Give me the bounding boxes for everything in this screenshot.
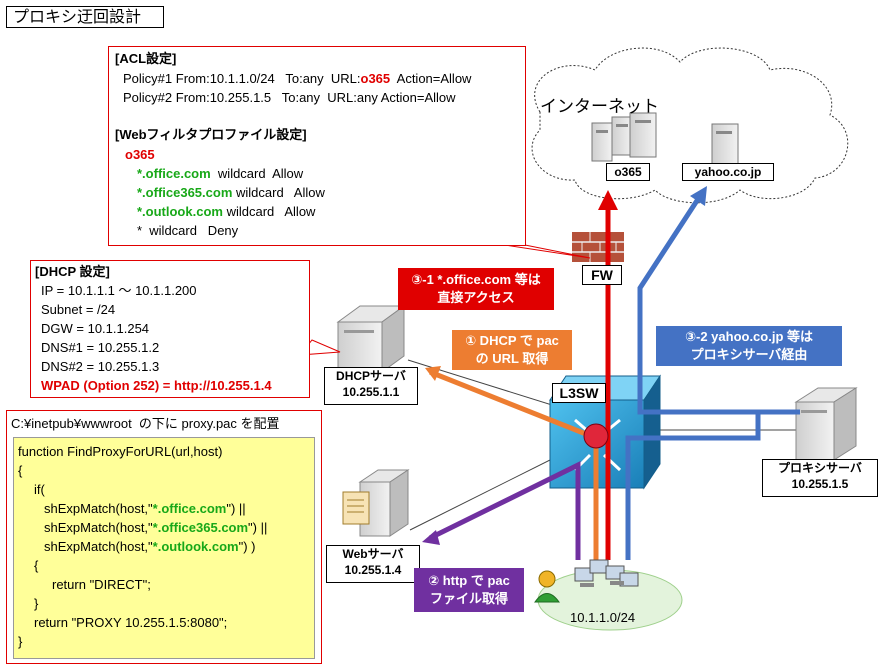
callout-proxy-line1: ③-2 yahoo.co.jp 等は (684, 329, 814, 344)
dhcp-wpad: WPAD (Option 252) = http://10.255.1.4 (41, 378, 272, 393)
dhcp-server-label: DHCPサーバ 10.255.1.1 (324, 367, 418, 405)
web-server-label: Webサーバ 10.255.1.4 (326, 545, 420, 583)
pac-code-line: shExpMatch(host,"*.outlook.com") ) (44, 537, 256, 556)
rule1-action: wildcard Allow (210, 166, 304, 181)
pac-code-line: { (18, 463, 23, 478)
pac-code-line: return "PROXY 10.255.1.5:8080"; (34, 615, 228, 630)
callout-http-line1: ② http で pac (428, 573, 510, 588)
webfilter-profile: o365 (125, 147, 155, 162)
web-server-icon (342, 469, 410, 537)
callout-dhcp-line1: ① DHCP で pac (465, 333, 559, 348)
callout-http-line2: ファイル取得 (429, 591, 508, 606)
rule1-domain: *.office.com (137, 166, 211, 181)
web-server-ip: 10.255.1.4 (344, 563, 402, 577)
rule3-action: wildcard Allow (222, 204, 316, 219)
rule3-domain: *.outlook.com (137, 204, 223, 219)
pac-path: C:¥inetpub¥wwwroot の下に proxy.pac を配置 (11, 416, 280, 431)
dhcp-config-box: [DHCP 設定] IP = 10.1.1.1 ～ 10.1.1.200 Sub… (30, 260, 310, 398)
purple-path (422, 460, 581, 560)
acl-policy1-part3: Action=Allow (390, 71, 472, 86)
acl-policy1: Policy#1 From:10.1.1.0/24 To:any URL:o36… (123, 69, 471, 88)
pac-code-line: shExpMatch(host,"*.office365.com") || (44, 518, 267, 537)
acl-policy1-o365: o365 (360, 71, 391, 86)
webfilter-heading: [Webフィルタプロファイル設定] (115, 127, 307, 142)
dhcp-server-ip: 10.255.1.1 (342, 385, 400, 399)
yahoo-server-icon (711, 123, 739, 165)
pac-code-line: function FindProxyForURL(url,host) (18, 444, 223, 459)
callout-http-pac: ② http で pac ファイル取得 (414, 568, 524, 612)
firewall-icon (572, 232, 624, 262)
dhcp-server-icon (336, 305, 406, 373)
pac-match-prefix: shExpMatch(host," (44, 539, 153, 554)
callout-proxy-route: ③-2 yahoo.co.jp 等は プロキシサーバ経由 (656, 326, 842, 366)
proxy-server-name: プロキシサーバ (778, 461, 862, 475)
pac-code-line: } (18, 634, 23, 649)
pac-match-prefix: shExpMatch(host," (44, 520, 153, 535)
pac-match-suffix: ") || (248, 520, 268, 535)
rule2-domain: *.office365.com (137, 185, 233, 200)
pac-match-domain: *.office365.com (152, 520, 249, 535)
pac-code-line: shExpMatch(host,"*.office.com") || (44, 499, 246, 518)
fw-label: FW (582, 265, 622, 285)
callout-dhcp-pac: ① DHCP で pac の URL 取得 (452, 330, 572, 370)
subnet-label: 10.1.1.0/24 (570, 610, 636, 625)
pac-match-suffix: ") || (226, 501, 246, 516)
pac-match-prefix: shExpMatch(host," (44, 501, 153, 516)
callout-dhcp-line2: の URL 取得 (475, 351, 549, 366)
blue-path (625, 186, 800, 560)
pac-file-box: C:¥inetpub¥wwwroot の下に proxy.pac を配置 fun… (6, 410, 322, 664)
pac-match-suffix: ") ) (238, 539, 256, 554)
red-path (598, 190, 618, 560)
pac-code-line: } (34, 596, 39, 611)
dhcp-dns2: DNS#2 = 10.255.1.3 (41, 359, 160, 374)
pac-code-line: if( (34, 482, 45, 497)
dhcp-gateway: DGW = 10.1.1.254 (41, 321, 150, 336)
web-server-name: Webサーバ (342, 547, 404, 561)
webfilter-rule2: *.office365.com wildcard Allow (137, 183, 325, 202)
acl-heading: [ACL設定] (115, 51, 177, 66)
o365-label: o365 (606, 163, 650, 181)
rule2-action: wildcard Allow (232, 185, 325, 200)
callout-direct-line1: ③-1 *.office.com 等は (411, 272, 541, 287)
proxy-server-label: プロキシサーバ 10.255.1.5 (762, 459, 878, 497)
callout-proxy-line2: プロキシサーバ経由 (690, 347, 808, 362)
webfilter-rule4: * wildcard Deny (137, 223, 239, 238)
pac-match-domain: *.outlook.com (152, 539, 239, 554)
yahoo-label: yahoo.co.jp (682, 163, 774, 181)
webfilter-rule1: *.office.com wildcard Allow (137, 164, 303, 183)
callout-direct-line2: 直接アクセス (437, 290, 515, 305)
pac-code-line: { (34, 558, 39, 573)
dhcp-dns1: DNS#1 = 10.255.1.2 (41, 340, 160, 355)
proxy-server-ip: 10.255.1.5 (791, 477, 849, 491)
internet-label: インターネット (540, 97, 659, 116)
acl-policy1-part1: Policy#1 From:10.1.1.0/24 To:any URL: (123, 71, 361, 86)
callout-direct-access: ③-1 *.office.com 等は 直接アクセス (398, 268, 554, 310)
pac-match-domain: *.office.com (152, 501, 227, 516)
pac-code-line: return "DIRECT"; (52, 577, 151, 592)
dhcp-subnet: Subnet = /24 (41, 302, 116, 317)
client-pcs-icon (574, 559, 639, 587)
o365-server-icon (591, 112, 657, 162)
webfilter-rule3: *.outlook.com wildcard Allow (137, 202, 315, 221)
l3sw-label: L3SW (552, 383, 606, 403)
proxy-server-icon (794, 387, 858, 461)
dhcp-server-name: DHCPサーバ (336, 369, 406, 383)
dhcp-ip-range: IP = 10.1.1.1 ～ 10.1.1.200 (41, 283, 197, 298)
acl-policy2: Policy#2 From:10.255.1.5 To:any URL:any … (123, 90, 456, 105)
dhcp-heading: [DHCP 設定] (35, 264, 110, 279)
acl-config-box: [ACL設定] Policy#1 From:10.1.1.0/24 To:any… (108, 46, 526, 246)
page-title: プロキシ迂回設計 (6, 6, 164, 28)
user-icon (534, 570, 560, 603)
switch-hub-dot (583, 423, 609, 449)
pac-code-area: function FindProxyForURL(url,host) { if(… (13, 437, 315, 659)
